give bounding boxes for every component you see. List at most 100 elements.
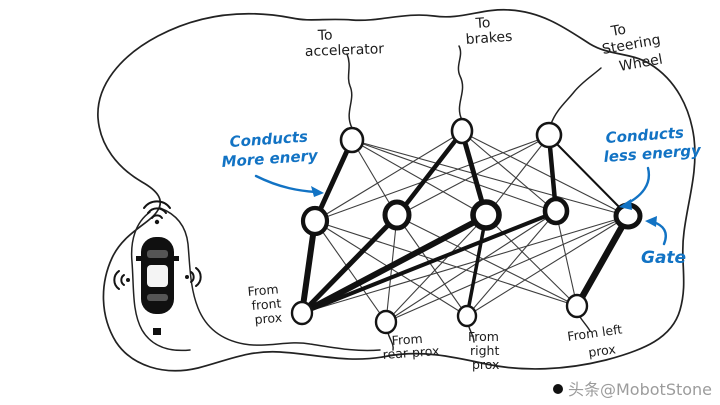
signal-dot-top — [154, 219, 160, 225]
output-label-steering: To Steering Wheel — [601, 22, 664, 75]
label-from-front-line1: From — [247, 281, 279, 299]
node-hidden-4 — [542, 196, 570, 226]
stem-right — [468, 326, 475, 343]
signal-arc-left-2 — [113, 270, 120, 290]
annotation-gate: Gate — [641, 216, 686, 268]
edge-thin — [314, 131, 463, 222]
signal-arc-top-1 — [151, 214, 163, 219]
watermark-text: 头条@MobotStone — [568, 380, 712, 399]
stem-steering — [550, 67, 602, 125]
label-from-right-line2: right — [470, 343, 499, 358]
input-stems — [387, 316, 591, 351]
label-to-accelerator-line1: To — [317, 27, 333, 44]
edge-thin — [466, 211, 557, 317]
edge-thin — [396, 215, 578, 307]
annotation-gate-label: Gate — [641, 248, 686, 268]
signal-arc-right-1 — [190, 271, 195, 283]
output-label-brakes: To brakes — [465, 15, 513, 48]
edge-thin — [461, 131, 557, 213]
neural-network — [290, 45, 643, 351]
car-roof — [147, 265, 168, 287]
edge-thick-left-gate — [573, 212, 632, 310]
label-from-front-line3: prox — [254, 310, 283, 327]
label-from-right-line3: prox — [472, 357, 499, 372]
label-to-brakes-line2: brakes — [465, 29, 513, 48]
stem-brakes — [457, 45, 464, 121]
edge-thin — [461, 131, 629, 217]
stem-left — [579, 316, 591, 332]
edge-thin — [485, 215, 578, 307]
signal-waves-top-icon — [143, 200, 171, 225]
node-input-left — [565, 293, 589, 319]
outline-inner-fold-right — [159, 207, 381, 352]
outline-inner-fold-left — [130, 211, 191, 352]
input-label-left: From left prox — [566, 321, 623, 360]
label-to-steering-line3: Wheel — [618, 52, 664, 75]
node-hidden-1 — [300, 205, 330, 237]
edge-thin — [351, 139, 629, 217]
car — [136, 237, 179, 335]
car-rear-window — [147, 294, 168, 301]
output-label-accelerator: To accelerator — [305, 27, 385, 60]
gate-arrowhead-icon — [645, 216, 657, 227]
less-energy-arrowhead-icon — [619, 199, 632, 210]
node-output-steering — [535, 121, 563, 149]
signal-dot-right — [185, 275, 189, 279]
car-hitch-mark — [153, 328, 161, 335]
signal-waves-left-icon — [113, 270, 130, 290]
edge-thin — [314, 220, 387, 323]
signal-waves-right-icon — [185, 267, 202, 287]
annotation-more-energy-line1: Conducts — [229, 128, 309, 151]
more-energy-arrow — [254, 174, 318, 194]
edge-thick-right-h3 — [465, 214, 488, 318]
edge-thick-h2-brakes — [394, 129, 465, 219]
watermark: 头条@MobotStone — [553, 380, 712, 399]
input-label-front: From front prox — [247, 281, 283, 327]
signal-dot-left — [126, 278, 130, 282]
node-hidden-2 — [382, 199, 412, 231]
edge-thin — [555, 211, 578, 307]
edge-medium-gate-steering — [548, 135, 629, 217]
label-to-brakes-line1: To — [474, 15, 491, 32]
input-label-rear: From rear prox — [382, 331, 440, 362]
edge-thin — [301, 215, 629, 314]
label-to-accelerator-line2: accelerator — [305, 41, 385, 60]
label-from-right-line1: From — [468, 329, 499, 344]
edge-thick-front-h2 — [299, 213, 400, 316]
car-mirror-right — [173, 256, 179, 261]
less-energy-arrow — [624, 166, 651, 206]
edge-thin — [314, 135, 550, 222]
annotation-less-energy: Conducts less energy — [603, 124, 703, 210]
hidden-nodes — [300, 196, 643, 237]
edge-thin — [466, 215, 629, 317]
input-nodes — [290, 293, 589, 335]
enclosure-outline — [97, 8, 696, 372]
watermark-dot-icon — [553, 384, 563, 394]
label-from-left-line1: From left — [566, 321, 623, 344]
edge-thick-front-h1 — [299, 218, 318, 316]
outline-outer-path — [97, 8, 696, 372]
signal-arc-top-3 — [143, 200, 171, 209]
output-stems — [346, 45, 602, 129]
edge-thin — [396, 215, 468, 317]
node-hidden-3 — [470, 199, 502, 231]
stem-rear — [387, 332, 394, 351]
edge-thick-front-h4 — [300, 210, 558, 315]
edge-thin — [351, 139, 557, 213]
annotation-less-energy-line1: Conducts — [605, 124, 685, 147]
edge-thin — [351, 139, 487, 217]
node-input-front — [290, 300, 314, 326]
input-label-right: From right prox — [468, 329, 499, 372]
label-from-front-line2: front — [251, 295, 282, 313]
node-output-brakes — [450, 117, 474, 145]
node-input-rear — [374, 309, 398, 335]
node-input-right — [456, 304, 478, 328]
output-nodes — [339, 117, 563, 154]
stem-accelerator — [346, 53, 353, 129]
label-to-steering-line1: To — [609, 22, 627, 40]
label-from-rear-line1: From — [391, 331, 423, 348]
edge-thin — [385, 211, 557, 323]
car-mirror-left — [136, 256, 142, 261]
